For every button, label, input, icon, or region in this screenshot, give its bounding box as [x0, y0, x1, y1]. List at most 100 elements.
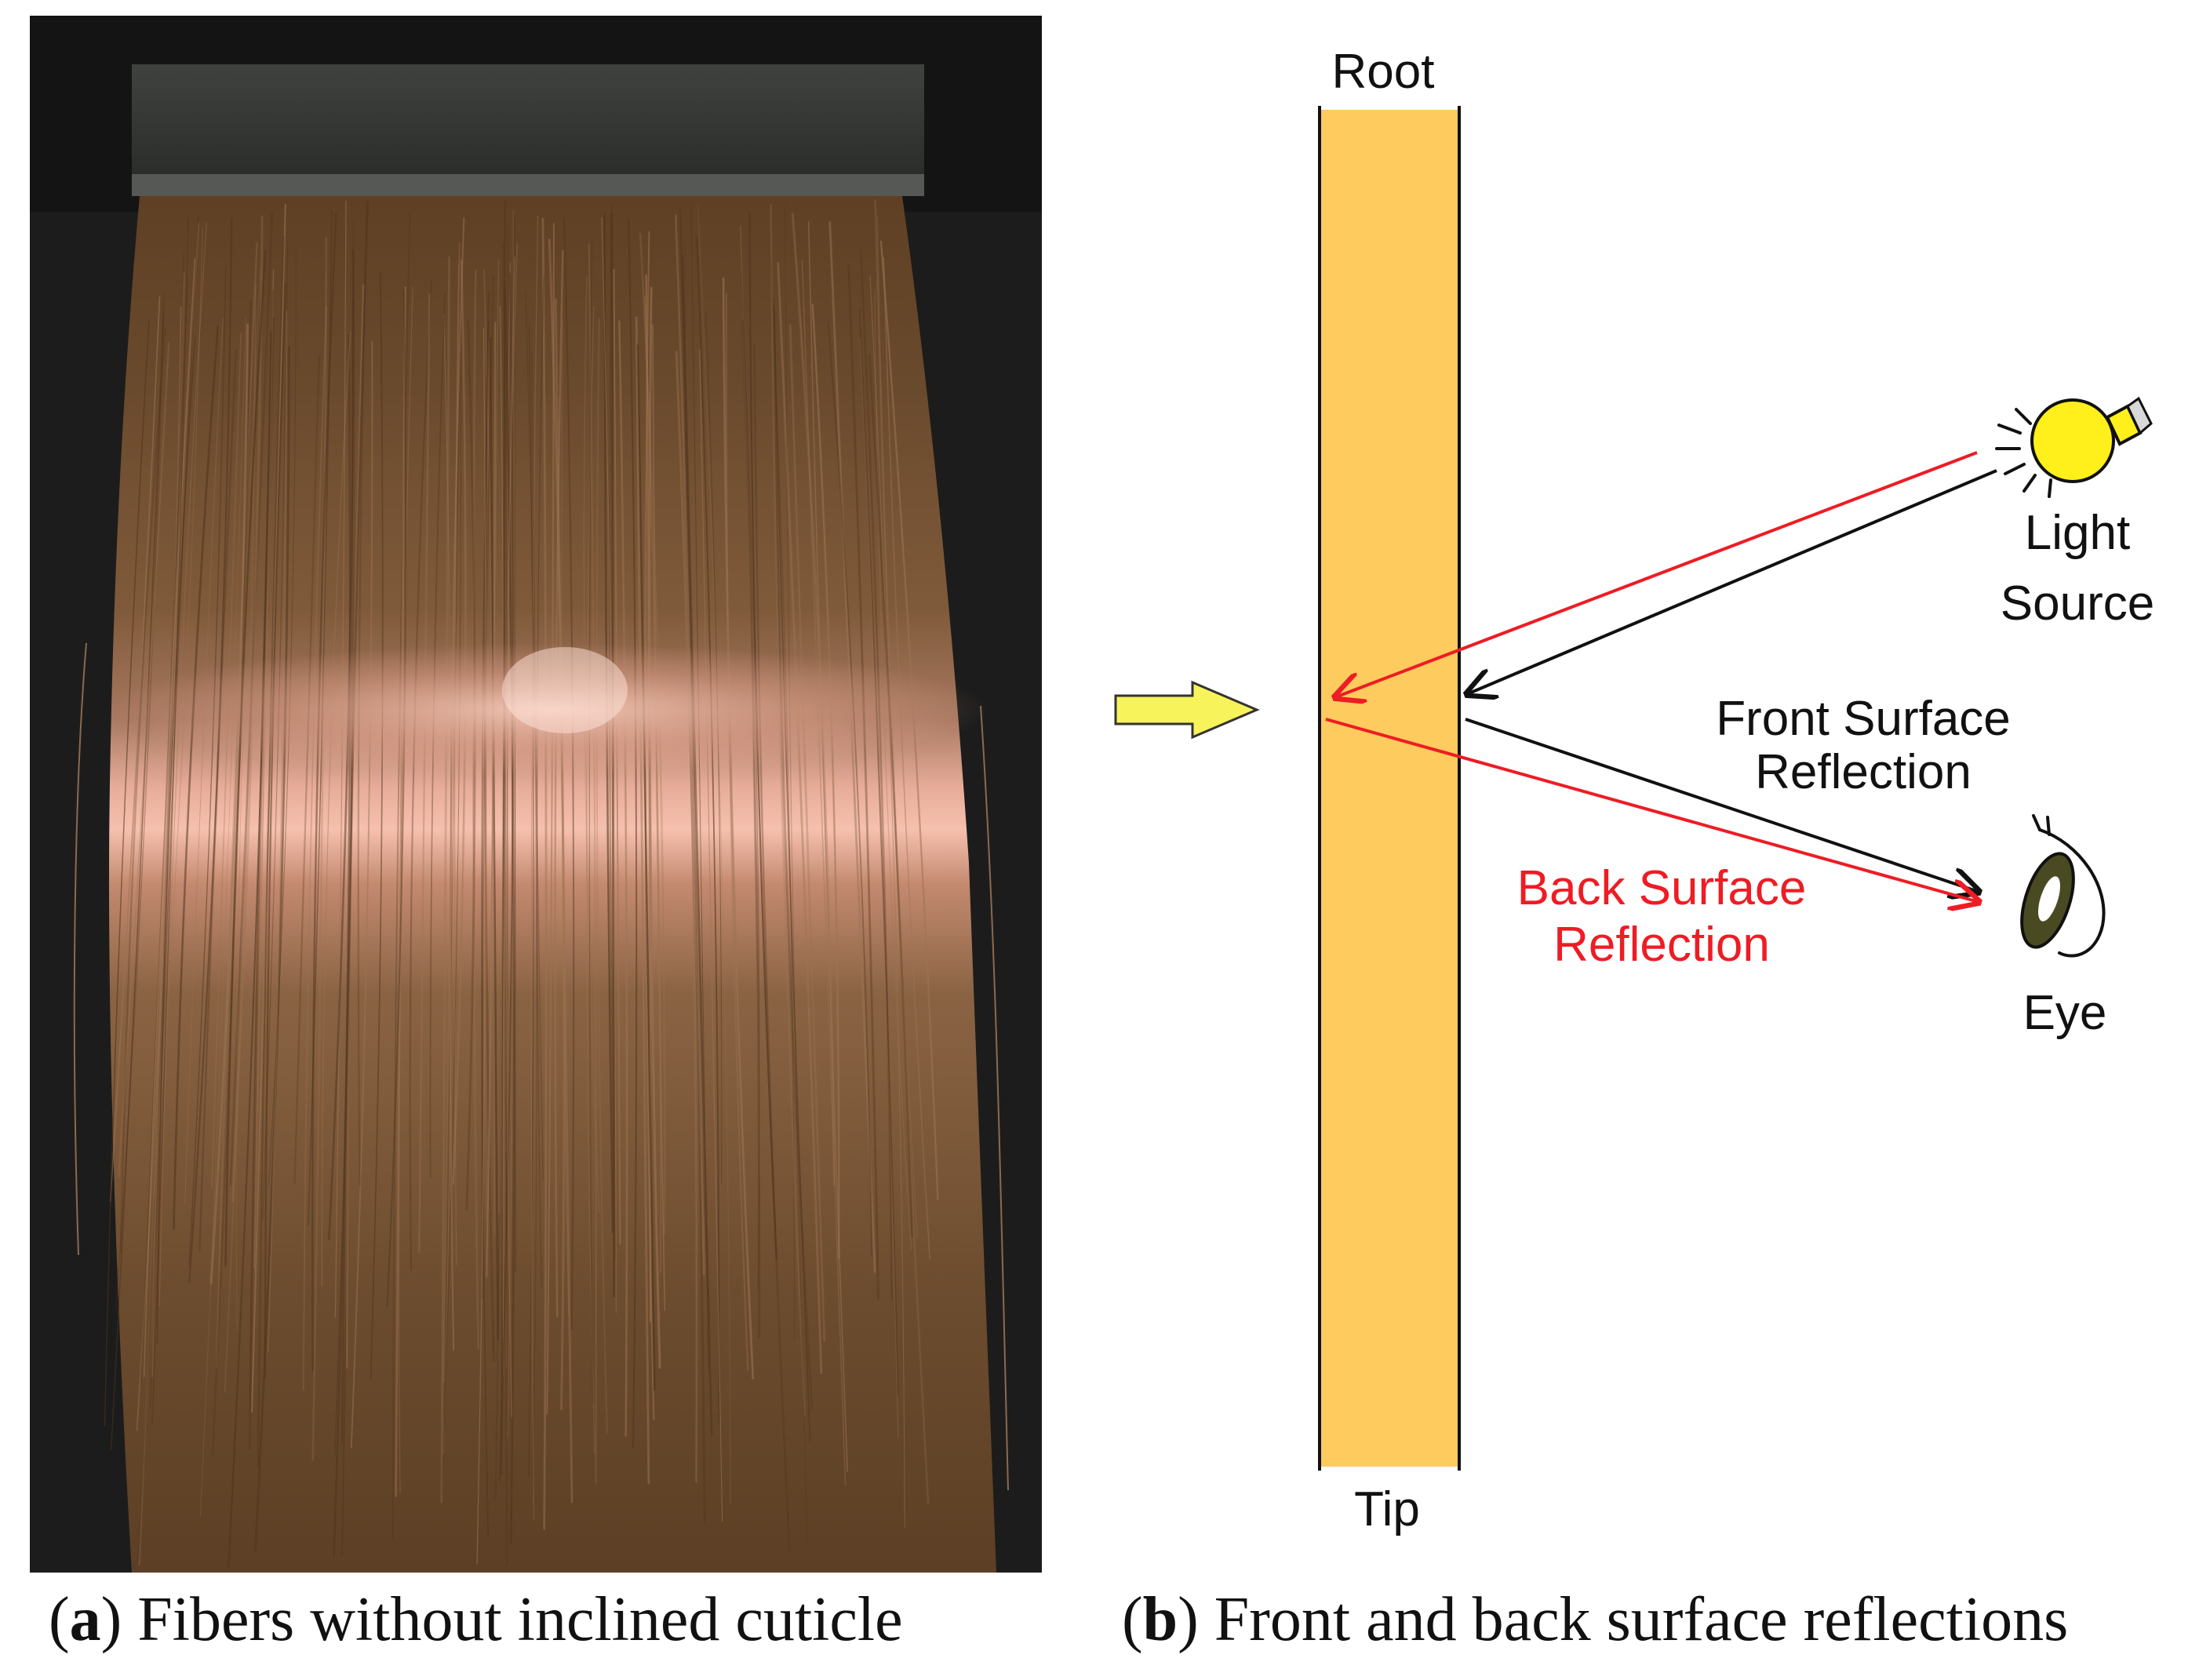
hair-strand	[409, 280, 433, 1271]
hair-strand	[215, 242, 258, 1369]
hair-strand	[827, 322, 873, 1257]
hair-strand	[697, 205, 731, 1504]
hair-strand	[883, 256, 930, 1260]
hair-strand	[643, 296, 662, 1273]
hair-strand	[481, 275, 495, 1299]
hair-strand	[440, 256, 450, 1504]
back-reflection-label-line1: Back Surface	[1517, 861, 1807, 915]
pointer-arrow-icon	[1114, 680, 1260, 740]
front-reflection-label-line1: Front Surface	[1716, 692, 2011, 746]
hair-strand	[264, 282, 287, 1380]
hair-strand	[450, 216, 465, 1351]
hair-strand	[386, 288, 406, 1307]
hair-strand	[858, 309, 899, 1397]
hair-strand	[869, 275, 905, 1528]
hair-strand	[249, 289, 274, 1409]
hair-strand	[696, 235, 720, 1424]
hair-strand	[345, 284, 365, 1369]
hair-strand	[777, 262, 823, 1374]
hair-strand	[652, 324, 666, 1311]
hair-strand	[392, 211, 411, 1541]
hair-strand	[311, 236, 328, 1461]
hair-strand	[267, 310, 288, 1353]
shine-hotspot	[502, 647, 628, 733]
hair-strand	[398, 286, 413, 1493]
caption-b: (b) Front and back surface reflections	[1122, 1588, 2068, 1651]
hair-strand	[199, 316, 246, 1518]
hair-strand	[143, 258, 196, 1378]
hair-strand	[595, 318, 608, 1434]
hair-strand	[588, 243, 597, 1484]
hair-strand	[151, 223, 200, 1378]
hair-strand	[293, 354, 321, 1184]
hair-strand	[859, 248, 893, 1301]
hair-strand	[504, 289, 515, 1544]
reflection-diagram: Root Tip Light Source Front Surface Refl…	[1114, 45, 2154, 1536]
light-bulb-icon	[1995, 396, 2153, 498]
hair-strands	[104, 199, 939, 1568]
hair-strand	[675, 351, 705, 1275]
hair-strand	[770, 203, 806, 1416]
hair-strand	[507, 209, 515, 1439]
hair-strand	[506, 256, 515, 1419]
hair-strand	[725, 293, 749, 1372]
hair-strand	[138, 272, 185, 1566]
back-reflection-label-line2: Reflection	[1553, 918, 1770, 972]
hair-strand	[184, 318, 224, 1203]
hair-strand	[321, 332, 351, 1287]
front-reflection-label-line2: Reflection	[1755, 745, 1972, 799]
hair-strand	[679, 208, 706, 1525]
hair-strand	[498, 272, 514, 1482]
hair-strand	[173, 324, 220, 1231]
hair-strand	[235, 267, 261, 1329]
back-reflected-ray	[1325, 718, 1979, 902]
eye-icon	[2020, 814, 2106, 958]
hair-photo-panel	[30, 16, 1042, 1573]
hair-strand	[525, 290, 538, 1480]
hair-strand	[811, 304, 840, 1259]
hair-strand	[741, 273, 760, 1292]
hair-strand	[868, 354, 914, 1238]
hair-strand	[224, 250, 267, 1267]
hair-strand	[741, 320, 761, 1339]
light-source-label-line2: Source	[2001, 576, 2154, 631]
caption-b-paren: (	[1122, 1585, 1143, 1654]
hair-strand	[257, 235, 285, 1468]
hair-strand	[675, 214, 698, 1483]
hair-strand	[333, 333, 351, 1558]
hair-strand	[150, 214, 199, 1409]
light-source-label-line1: Light	[2025, 506, 2130, 560]
hair-strand	[228, 331, 272, 1568]
caption-a-paren: (	[49, 1585, 70, 1654]
hair-strand	[340, 200, 369, 1444]
hair-strand	[770, 253, 796, 1341]
hair-strand	[561, 319, 570, 1315]
front-incident-ray	[1467, 469, 1997, 694]
hair-fiber	[1320, 110, 1459, 1467]
caption-b-text: ) Front and back surface reflections	[1178, 1585, 2069, 1654]
caption-b-letter: b	[1142, 1585, 1178, 1654]
hair-strand	[104, 320, 150, 1427]
hair-strand	[528, 325, 534, 1477]
hair-strand	[874, 289, 912, 1250]
eye-label: Eye	[2023, 986, 2107, 1040]
hair-strand	[350, 341, 373, 1449]
hair-strand	[847, 264, 879, 1300]
hair-strand	[546, 223, 555, 1415]
hair-strand	[209, 323, 249, 1285]
hair-strand	[489, 337, 499, 1341]
front-reflected-ray	[1465, 718, 1979, 892]
hair-strand	[302, 305, 327, 1391]
hair-strand	[554, 249, 564, 1318]
stray-fiber	[980, 705, 1009, 1491]
hair-strand	[874, 199, 930, 1505]
hair-strand	[548, 238, 566, 1410]
hair-strand	[110, 310, 165, 1451]
hair-strand	[618, 320, 628, 1437]
hair-strand	[785, 204, 808, 1544]
hair-strand	[753, 343, 791, 1554]
hair-strand	[370, 271, 384, 1380]
hair-strand	[636, 344, 656, 1391]
hair-strand	[119, 327, 166, 1254]
